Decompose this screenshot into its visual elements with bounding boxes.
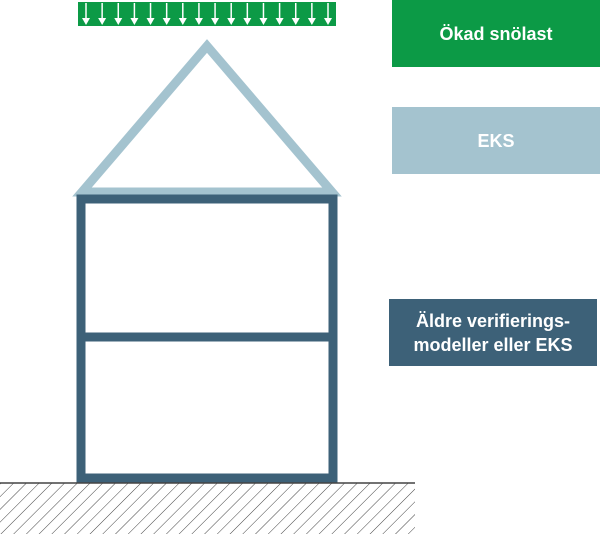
down-arrow-icon [162, 3, 171, 25]
legend-snow-load-label: Ökad snölast [439, 23, 553, 44]
down-arrow-icon [291, 3, 300, 25]
down-arrow-icon [275, 3, 284, 25]
legend-older-models-line1: Äldre verifierings- [415, 310, 571, 331]
down-arrow-icon [98, 3, 107, 25]
down-arrow-icon [259, 3, 268, 25]
down-arrow-icon [307, 3, 316, 25]
down-arrow-icon [243, 3, 252, 25]
snow-load-bar [78, 2, 336, 26]
down-arrow-icon [146, 3, 155, 25]
down-arrow-icon [178, 3, 187, 25]
down-arrow-icon [324, 3, 332, 25]
down-arrow-icon [114, 3, 123, 25]
down-arrow-icon [82, 3, 90, 25]
down-arrow-icon [227, 3, 236, 25]
legend-older-models: Äldre verifierings-modeller eller EKS [389, 299, 597, 366]
legend-eks-label: EKS [477, 130, 515, 151]
legend-eks: EKS [392, 107, 600, 174]
ground-hatching [0, 483, 415, 534]
down-arrow-icon [194, 3, 203, 25]
legend-snow-load: Ökad snölast [392, 0, 600, 67]
roof [72, 39, 342, 197]
walls-and-floor [76, 194, 338, 483]
legend-older-models-line2: modeller eller EKS [413, 334, 573, 355]
down-arrow-icon [130, 3, 139, 25]
down-arrow-icon [211, 3, 220, 25]
snow-load-arrows [82, 3, 332, 25]
